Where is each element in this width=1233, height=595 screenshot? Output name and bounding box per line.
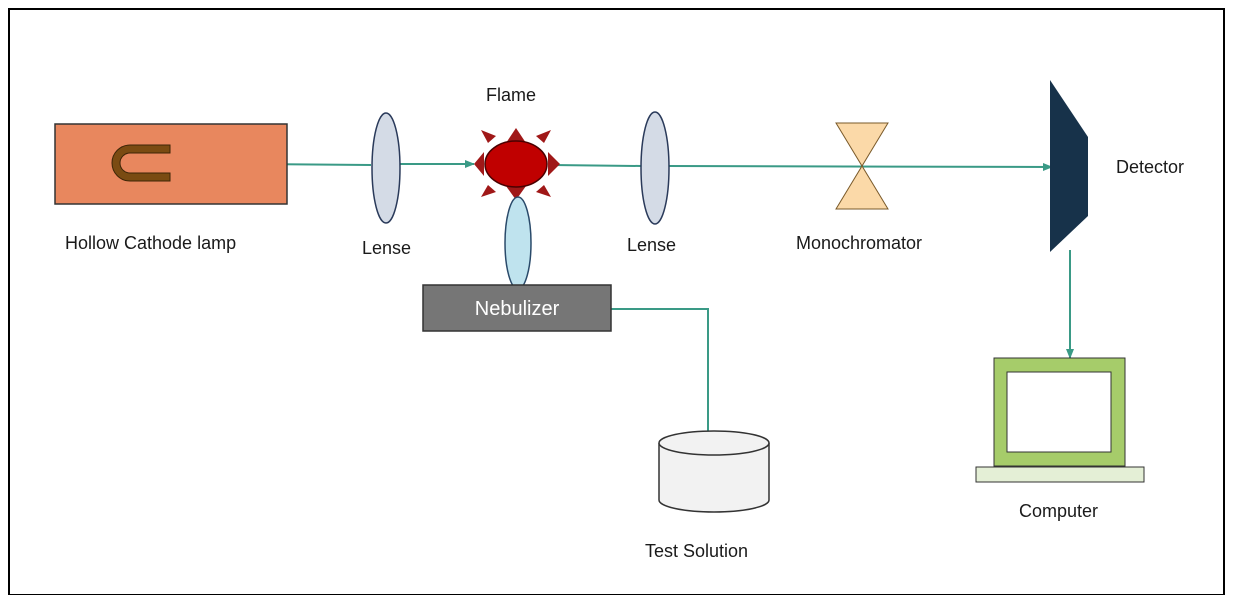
computer-base	[975, 466, 1145, 483]
lens-1	[371, 112, 401, 224]
flame	[474, 128, 560, 200]
flame-label: Flame	[486, 85, 536, 105]
detector-icon	[1050, 80, 1088, 252]
test-solution-label: Test Solution	[645, 541, 748, 561]
lamp-body	[54, 123, 288, 205]
computer-icon	[975, 357, 1145, 483]
monochromator-icon	[835, 122, 889, 210]
lamp-label: Hollow Cathode lamp	[65, 233, 236, 253]
test-solution-container-icon	[658, 430, 770, 513]
flame-spikes-icon	[474, 128, 560, 200]
cathode-icon	[111, 144, 171, 182]
monochromator-label: Monochromator	[796, 233, 922, 253]
lens-2-label: Lense	[627, 235, 676, 255]
beam-lens-to-detector	[667, 162, 1053, 171]
diagram-frame	[8, 8, 1225, 595]
lens-2	[640, 111, 670, 225]
beam-flame-to-lens	[551, 164, 642, 167]
computer-label: Computer	[1019, 501, 1098, 521]
nebulizer-box	[422, 284, 612, 332]
nebulizer-label: Nebulizer	[475, 298, 560, 320]
flame-core	[484, 140, 548, 188]
hollow-cathode-lamp	[54, 123, 288, 205]
detector-label: Detector	[1116, 157, 1184, 177]
computer-screen	[1006, 371, 1112, 453]
line-nebulizer-to-solution	[611, 308, 709, 435]
lens-1-label: Lense	[362, 238, 411, 258]
nebulizer-tube	[504, 196, 532, 290]
